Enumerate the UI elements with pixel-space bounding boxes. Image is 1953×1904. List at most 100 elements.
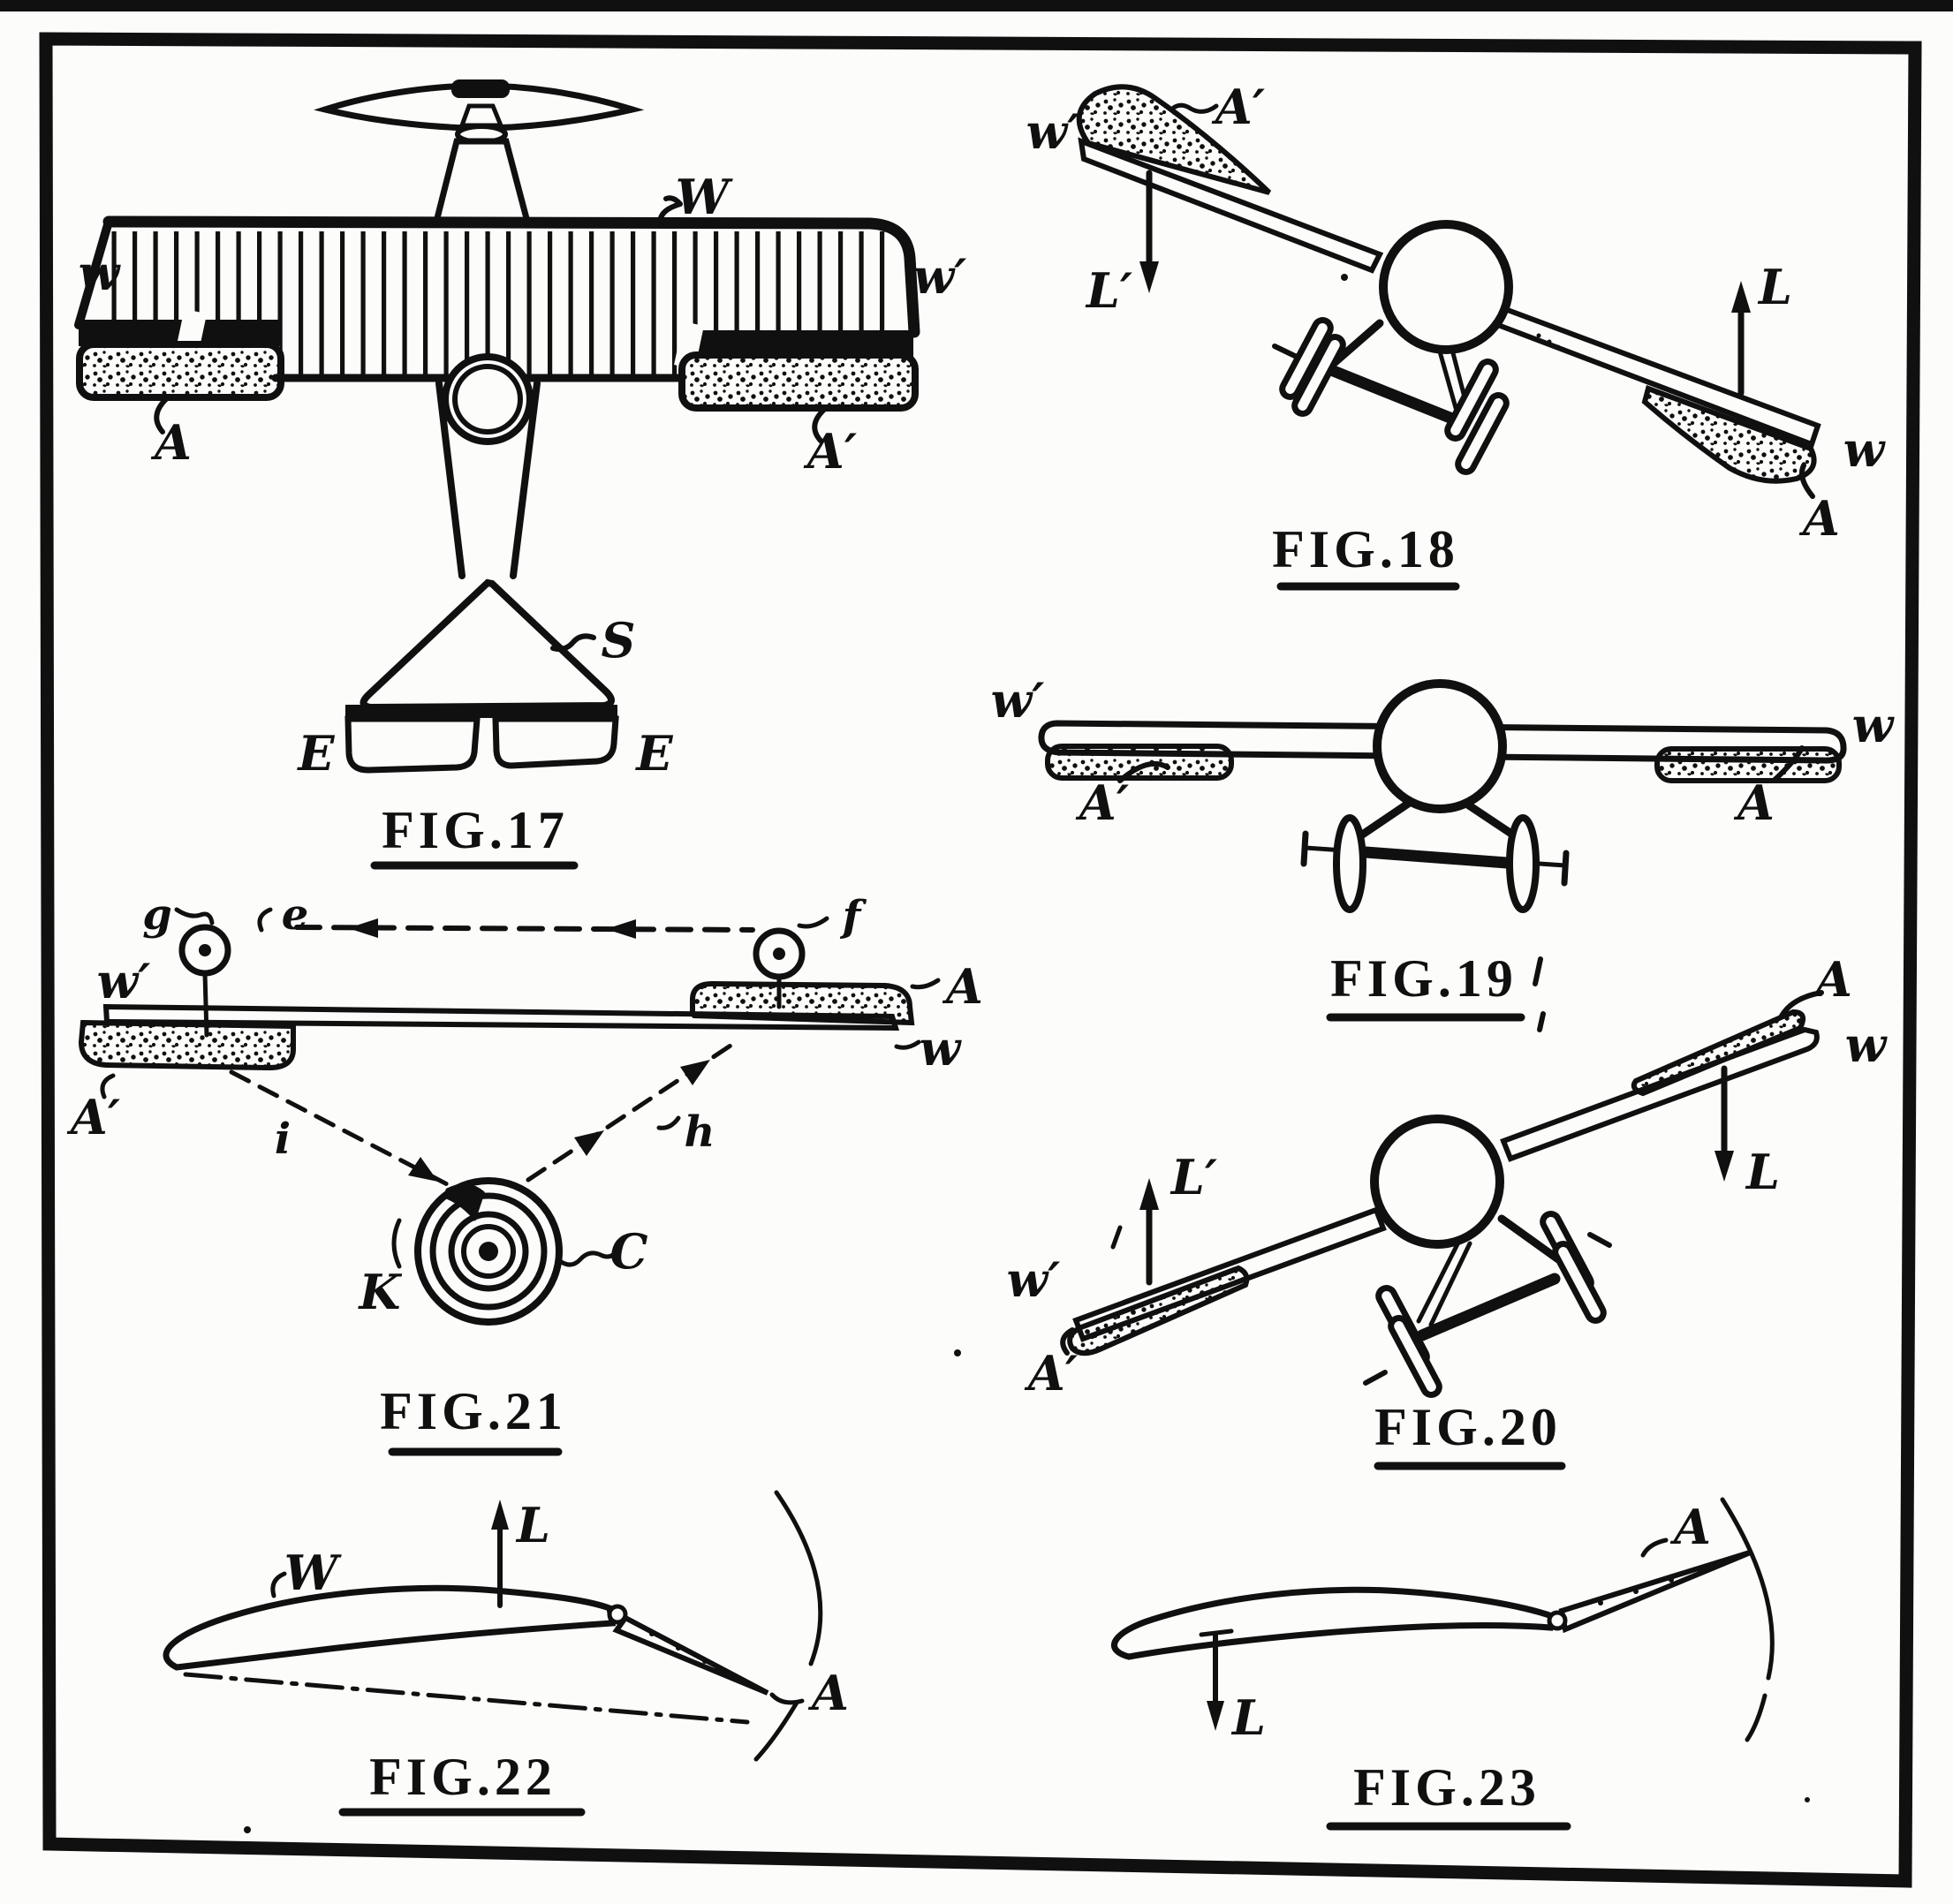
fig17-elevator-right — [492, 715, 619, 769]
fig18-caption: FIG.18 — [1272, 520, 1459, 578]
fig18-wing-left — [1078, 137, 1384, 274]
fig21-aileron-right — [690, 980, 915, 1026]
fig21-caption: FIG.21 — [380, 1382, 567, 1440]
fig23-aileron — [1558, 1549, 1754, 1634]
fig17-fuselage-left — [435, 380, 466, 579]
fig20-wheel-left-b — [1388, 1315, 1442, 1398]
fig22-hinge — [607, 1604, 628, 1625]
fig20-aileron-left — [1067, 1265, 1250, 1356]
fig20-fuselage — [1370, 1114, 1504, 1249]
fig18-leader-A — [1799, 463, 1815, 499]
fig21-label-h: h — [685, 1107, 715, 1157]
fig23-airfoil-aileron-up: A L FIG.23 — [1111, 1497, 1775, 1831]
fig17-stabilizer — [360, 578, 615, 712]
fig17-label-W: W — [676, 169, 734, 225]
fig18-label-w: w — [1843, 421, 1887, 478]
fig20-axle — [1416, 1273, 1561, 1341]
fig20-label-w-prime: w′ — [1007, 1251, 1061, 1308]
fig20-wing-right — [1500, 1026, 1820, 1162]
fig17-cockpit-outer — [442, 353, 534, 445]
fig21-label-C: C — [610, 1223, 648, 1280]
fig23-travel-arc-upper — [1720, 1497, 1775, 1681]
fig21-label-w-prime: w′ — [97, 953, 151, 1009]
fig21-drum-inner — [448, 1211, 529, 1292]
fig18-wheel-right-a — [1444, 359, 1499, 442]
scan-edge-top — [0, 0, 1953, 11]
fig20-caption: FIG.20 — [1374, 1398, 1562, 1456]
fig17-fuselage-right — [510, 380, 541, 579]
fig17-leader-A2 — [812, 405, 829, 443]
fig23-label-L: L — [1230, 1689, 1266, 1746]
fig19-leader-A-prime — [1117, 760, 1170, 783]
fig21-label-w: w — [920, 1020, 963, 1077]
fig18-label-L: L — [1757, 259, 1792, 315]
fig18-label-w-prime: w′ — [1026, 103, 1080, 160]
fig17-label-w-prime: w′ — [913, 248, 967, 305]
fig18-aileron-left — [1076, 84, 1272, 195]
fig21-leader-w — [894, 1039, 921, 1050]
fig20-label-A: A — [1811, 951, 1852, 1008]
fig21-leader-C — [557, 1250, 616, 1267]
fig22-label-W: W — [284, 1545, 343, 1601]
fig21-label-e: e — [282, 890, 309, 940]
fig23-hinge — [1547, 1610, 1568, 1631]
scan-speck — [244, 1826, 251, 1833]
fig17-wing-leading-edge — [102, 215, 920, 338]
fig21-label-K: K — [358, 1264, 403, 1320]
fig22-leader-W — [270, 1571, 287, 1598]
scan-speck — [954, 1349, 961, 1356]
fig18-fuselage — [1379, 220, 1513, 354]
fig18-label-A-prime: A′ — [1211, 79, 1265, 135]
fig19-label-A: A — [1733, 774, 1775, 831]
fig20-strut-right — [1497, 1214, 1563, 1264]
fig17-aileron-right — [678, 351, 919, 412]
fig17-cockpit-inner — [452, 364, 523, 434]
fig17-leader-A — [154, 395, 170, 434]
fig19-aileron-left — [1045, 744, 1234, 781]
fig21-leader-h — [656, 1115, 681, 1130]
fig17-propeller-hub-cap — [451, 79, 510, 98]
fig17-leader-S — [550, 633, 596, 653]
fig17-label-w: w — [79, 245, 122, 301]
fig17-caption: FIG.17 — [382, 801, 569, 859]
fig20-strut-left-b — [1428, 1241, 1472, 1327]
fig19-caption: FIG.19 — [1330, 949, 1518, 1008]
sheet-border — [39, 32, 1922, 1888]
fig17-wing-ribs-left — [110, 231, 280, 322]
fig21-label-g: g — [142, 890, 172, 940]
fig20-label-L: L — [1745, 1144, 1780, 1200]
fig21-leader-e — [257, 907, 273, 933]
fig17-label-E-right: E — [634, 725, 673, 782]
fig21-cable-clamp — [443, 1183, 485, 1221]
fig21-aileron-left — [78, 1019, 296, 1071]
fig17-label-A-prime: A′ — [803, 423, 857, 480]
fig22-chord-line — [183, 1672, 750, 1725]
fig18-leader-A-prime — [1169, 102, 1219, 114]
fig18-wheel-right-b — [1455, 392, 1510, 475]
fig21-cable-rigging: g e f w′ A w A′ i h K C FIG.21 — [66, 890, 983, 1456]
fig20-front-view-banked: A w L L′ w′ A′ FIG.20 — [1007, 951, 1889, 1470]
fig18-axle — [1321, 362, 1467, 428]
fig21-drum-hub — [479, 1242, 498, 1261]
fig20-wheel-right-b — [1552, 1241, 1607, 1324]
fig20-leader-A — [1778, 990, 1824, 1020]
fig20-strut-left-a — [1416, 1238, 1462, 1324]
fig21-leader-A — [910, 978, 941, 990]
fig22-label-L: L — [515, 1497, 550, 1553]
fig21-label-A-prime: A′ — [66, 1089, 120, 1145]
fig21-leader-g — [174, 907, 215, 926]
fig17-label-S: S — [602, 612, 636, 669]
fig19-wheel-right — [1506, 814, 1540, 913]
fig17-wing-ribs-right — [682, 231, 889, 334]
fig18-label-A: A — [1798, 490, 1840, 547]
fig21-leader-A-prime — [100, 1073, 116, 1099]
fig19-leader-A — [1771, 745, 1805, 783]
fig22-travel-arc-upper — [774, 1490, 823, 1666]
fig22-caption: FIG.22 — [369, 1748, 556, 1806]
fig23-leader-A — [1640, 1538, 1669, 1558]
fig18-aileron-right — [1641, 385, 1817, 484]
scan-speck — [1805, 1797, 1810, 1802]
fig23-travel-arc-lower — [1745, 1693, 1768, 1742]
fig22-aileron — [612, 1614, 769, 1696]
